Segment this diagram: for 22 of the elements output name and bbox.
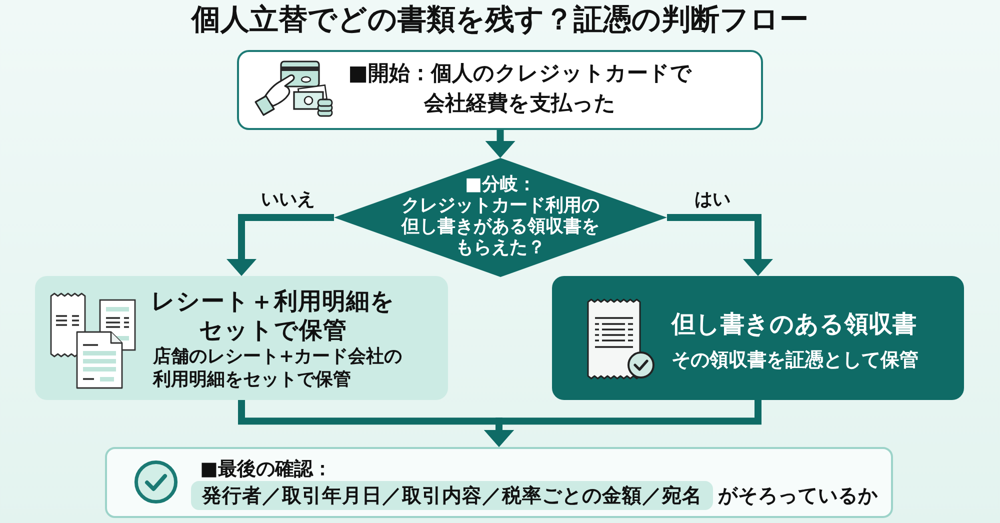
decision-heading: ■分岐： (465, 174, 536, 195)
checklist-heading: ■最後の確認： (200, 457, 332, 481)
question-text: クレジットカード利用の但し書きがある領収書をもらえた？ (400, 195, 600, 258)
edge-label: いいえ (260, 188, 315, 210)
arrow (484, 400, 762, 447)
checklist-text: がそろっているか (718, 483, 878, 509)
process-box (35, 276, 448, 400)
box-description: その領収書を証憑として保管 (672, 348, 918, 372)
arrow (667, 214, 773, 276)
box-description: 店舗のレシート+カード会社の利用明細をセットで保管 (153, 345, 404, 391)
checklist-box (105, 447, 893, 518)
box-title: 但し書きのある領収書 (672, 310, 916, 339)
start-text: ■開始：個人のクレジットカードで会社経費を支払った (347, 60, 693, 117)
checklist-items: 発行者／取引年月日／取引内容／税率ごとの金額／宛名 (191, 481, 713, 510)
decision-diamond (334, 158, 667, 277)
process-box (552, 276, 964, 400)
arrow (226, 214, 334, 276)
arrow (485, 130, 516, 158)
start-box (237, 50, 763, 130)
box-title: レシート＋利用明細をセットで保管 (150, 287, 396, 345)
title: 個人立替でどの書類を残す？証憑の判断フロー (192, 1, 808, 37)
edge-label: はい (694, 188, 730, 210)
